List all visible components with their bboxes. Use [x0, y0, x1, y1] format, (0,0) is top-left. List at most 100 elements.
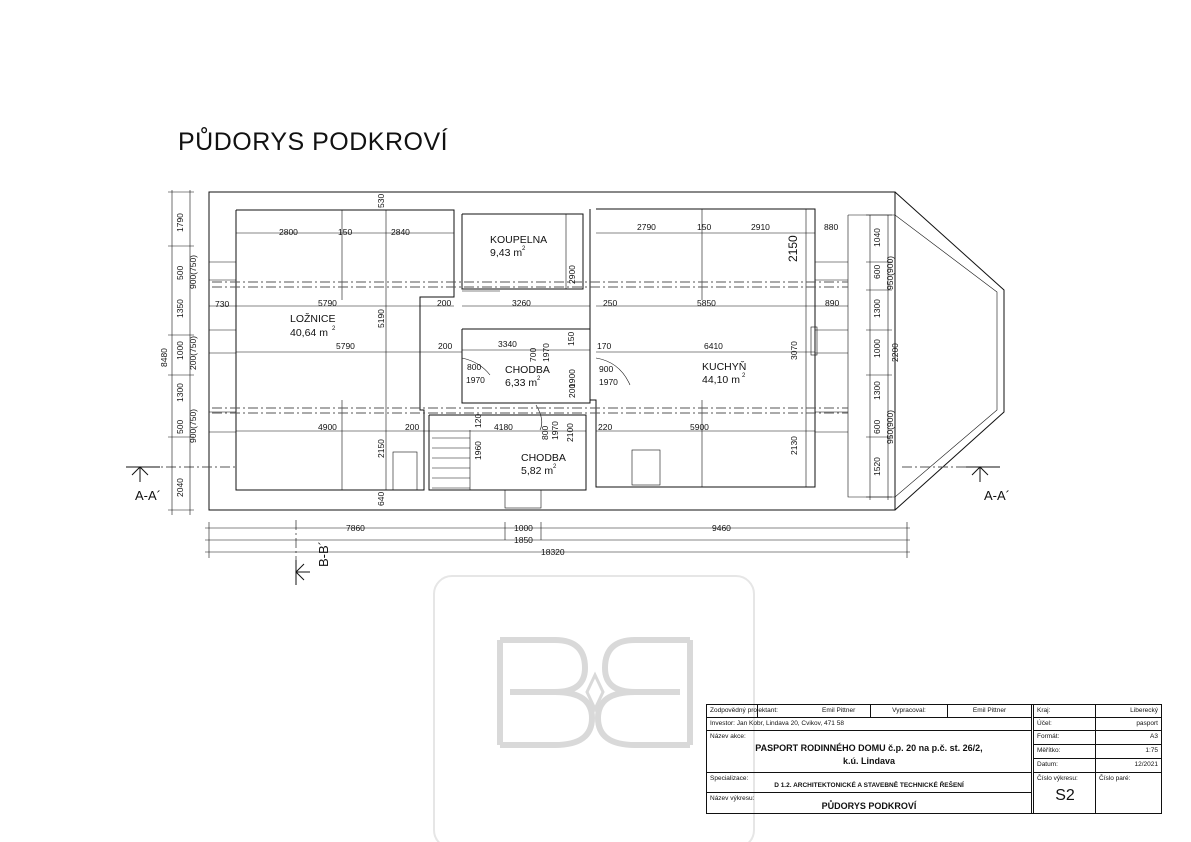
room-name: KOUPELNA	[490, 234, 547, 246]
dim: 2150	[376, 439, 386, 458]
spec-label: Specializace:	[710, 775, 749, 782]
dim: 1000	[514, 523, 533, 533]
dim: 1900	[567, 369, 577, 388]
dim: 600	[872, 420, 882, 434]
spec-value: D 1.2. ARCHITEKTONICKÉ A STAVEBNĚ TECHNI…	[774, 782, 964, 789]
room-area: 6,33 m	[505, 377, 537, 389]
drawing-title: PŮDORYS PODKROVÍ	[178, 128, 449, 156]
watermark-logo	[433, 575, 755, 842]
dim: 640	[376, 492, 386, 506]
resp-value: Emil Pittner	[822, 707, 856, 714]
dim: 800	[540, 426, 550, 440]
dim: 1000	[872, 339, 882, 358]
format-label: Formát:	[1033, 730, 1095, 744]
dim: 2800	[279, 227, 298, 237]
dim: 730	[215, 299, 229, 309]
room-name: LOŽNICE	[290, 312, 336, 325]
dim: 600	[872, 265, 882, 279]
spec-cell: Specializace: D 1.2. ARCHITEKTONICKÉ A S…	[707, 772, 1031, 792]
dim: 2790	[637, 222, 656, 232]
side-windows	[209, 261, 848, 433]
dim: 1300	[872, 299, 882, 318]
area-superscript: 2	[522, 246, 526, 252]
resp-label: Zodpovědný projektant:	[710, 707, 778, 714]
investor: Investor: Jan Kobr, Lindava 20, Cvikov, …	[707, 717, 1031, 730]
area-superscript: 2	[537, 376, 541, 382]
format-value: A3	[1095, 730, 1161, 744]
dim: 7860	[346, 523, 365, 533]
room-walls	[235, 208, 818, 509]
dim: 700	[528, 348, 538, 362]
action-line1: PASPORT RODINNÉHO DOMU č.p. 20 na p.č. s…	[755, 743, 983, 753]
area-superscript: 2	[742, 373, 746, 379]
room-area: 9,43 m	[490, 247, 522, 259]
dimension-texts: 2800 150 2840 530 2790 150 2910 2150 880…	[159, 194, 900, 557]
dim: 220	[598, 422, 612, 432]
dim: 200(750)	[188, 336, 198, 370]
dim: 1790	[175, 213, 185, 232]
drawing-no-cell: Číslo výkresu: S2	[1033, 772, 1095, 813]
dim: 4900	[318, 422, 337, 432]
date-value: 12/2021	[1095, 758, 1161, 772]
dim: 1000	[175, 341, 185, 360]
dim: 200	[438, 341, 452, 351]
dim: 1850	[514, 535, 533, 545]
room-area: 40,64 m	[290, 327, 328, 339]
dim: 200	[405, 422, 419, 432]
region-label: Kraj:	[1033, 705, 1095, 717]
drawing-no: S2	[1055, 787, 1075, 804]
room-labels: LOŽNICE 40,64 m 2 KOUPELNA 9,43 m 2 CHOD…	[290, 234, 746, 477]
dim: 1960	[473, 441, 483, 460]
area-superscript: 2	[553, 464, 557, 470]
room-name: CHODBA	[505, 364, 550, 376]
dim: 880	[824, 222, 838, 232]
purpose-label: Účel:	[1033, 717, 1095, 730]
dim: 3260	[512, 298, 531, 308]
room-area: 44,10 m	[702, 374, 740, 386]
dim: 3070	[789, 341, 799, 360]
dim: 1970	[466, 375, 485, 385]
action-cell: Název akce: PASPORT RODINNÉHO DOMU č.p. …	[707, 730, 1031, 772]
drawing-name-label: Název výkresu:	[710, 795, 755, 802]
dim: 150	[566, 332, 576, 346]
dim: 200	[437, 298, 451, 308]
dim: 2130	[789, 436, 799, 455]
section-label-aa-left: A-A´	[135, 488, 161, 503]
drawing-name: PŮDORYS PODKROVÍ	[821, 801, 917, 811]
dim: 950(900)	[885, 410, 895, 444]
dim: 900	[599, 364, 613, 374]
room-name: CHODBA	[521, 452, 566, 464]
date-label: Datum:	[1033, 758, 1095, 772]
dim: 530	[376, 194, 386, 208]
dim: 4180	[494, 422, 513, 432]
dim: 900(750)	[188, 255, 198, 289]
dim: 2910	[751, 222, 770, 232]
dim: 5790	[336, 341, 355, 351]
dim: 950(900)	[885, 256, 895, 290]
dim: 150	[697, 222, 711, 232]
drawing-no-label: Číslo výkresu:	[1037, 775, 1078, 782]
outer-walls	[208, 191, 1005, 511]
dim: 1520	[872, 457, 882, 476]
prepared-label: Vypracoval:	[870, 705, 947, 717]
section-label-aa-right: A-A´	[984, 488, 1010, 503]
dim: 500	[175, 266, 185, 280]
prepared-value: Emil Pittner	[947, 705, 1031, 717]
dim: 5850	[697, 298, 716, 308]
exterior-dimensions	[168, 190, 910, 558]
dimension-lines	[209, 209, 848, 490]
scale-label: Měřítko:	[1033, 744, 1095, 758]
dim: 2900	[567, 265, 577, 284]
dim: 890	[825, 298, 839, 308]
dim: 2150	[786, 235, 800, 262]
dim: 120	[473, 414, 483, 428]
action-label: Název akce:	[710, 733, 746, 740]
dim: 5790	[318, 298, 337, 308]
room-area: 5,82 m	[521, 465, 553, 477]
dim: 8480	[159, 348, 169, 367]
dim: 150	[338, 227, 352, 237]
purpose-value: pasport	[1095, 717, 1161, 730]
section-markers	[126, 466, 1000, 585]
dim: 18320	[541, 547, 565, 557]
